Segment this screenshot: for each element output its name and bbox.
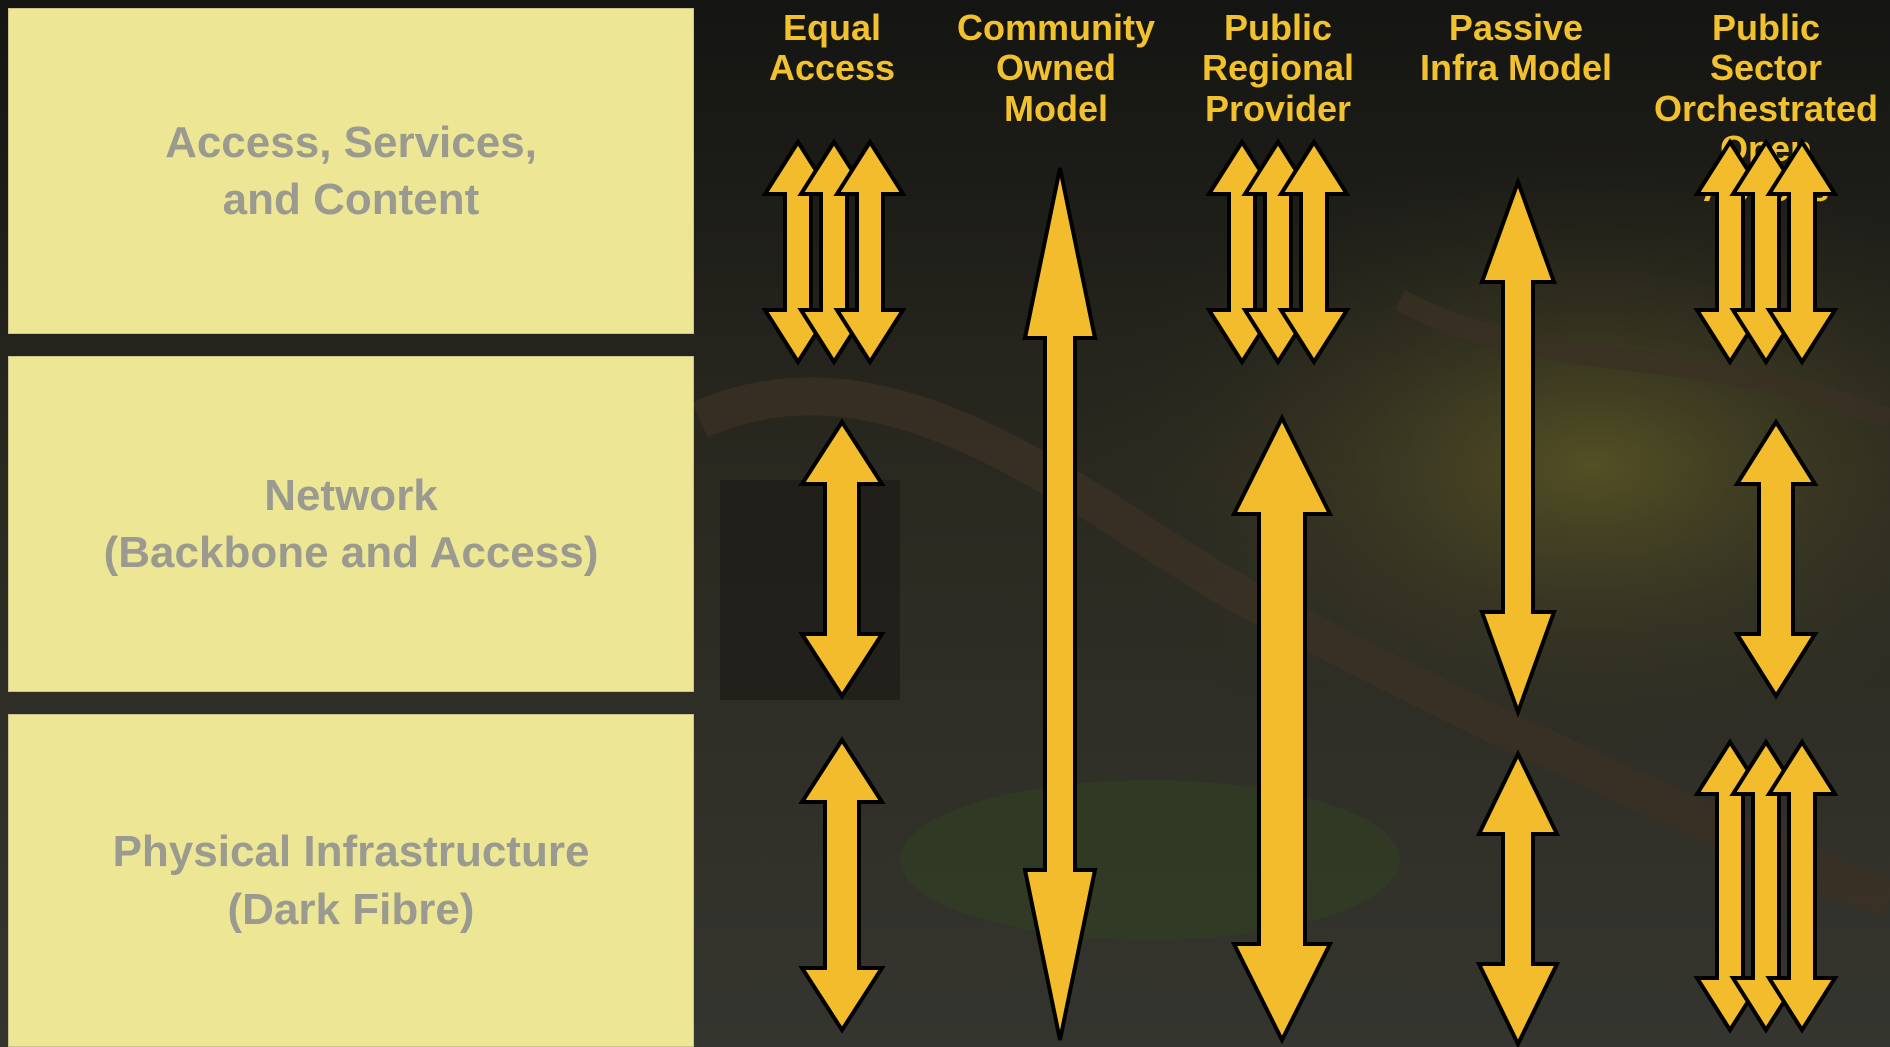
passive-infra-access-network-arrow [1479, 176, 1557, 718]
public-regional-network-physical-arrow [1230, 413, 1334, 1045]
community-owned-full-arrow [1022, 167, 1098, 1041]
passive-infra-physical-arrow [1475, 749, 1561, 1047]
equal-access-physical-arrow [798, 736, 886, 1034]
open-access-access-arrow-3 [1765, 138, 1839, 366]
model-header-community-owned: Community Owned Model [957, 7, 1155, 129]
open-access-physical-arrow-3 [1765, 738, 1839, 1034]
layer-access-services-content: Access, Services, and Content [8, 8, 694, 334]
open-access-network-arrow [1733, 418, 1819, 700]
equal-access-access-arrow-3 [833, 138, 907, 366]
equal-access-network-arrow [798, 418, 886, 700]
public-regional-access-arrow-3 [1277, 138, 1351, 366]
model-header-public-regional: Public Regional Provider [1201, 7, 1355, 129]
layer-network: Network (Backbone and Access) [8, 356, 694, 692]
model-header-equal-access: Equal Access [768, 7, 896, 89]
model-header-passive-infra: Passive Infra Model [1419, 7, 1613, 89]
layer-physical-infrastructure: Physical Infrastructure (Dark Fibre) [8, 714, 694, 1047]
